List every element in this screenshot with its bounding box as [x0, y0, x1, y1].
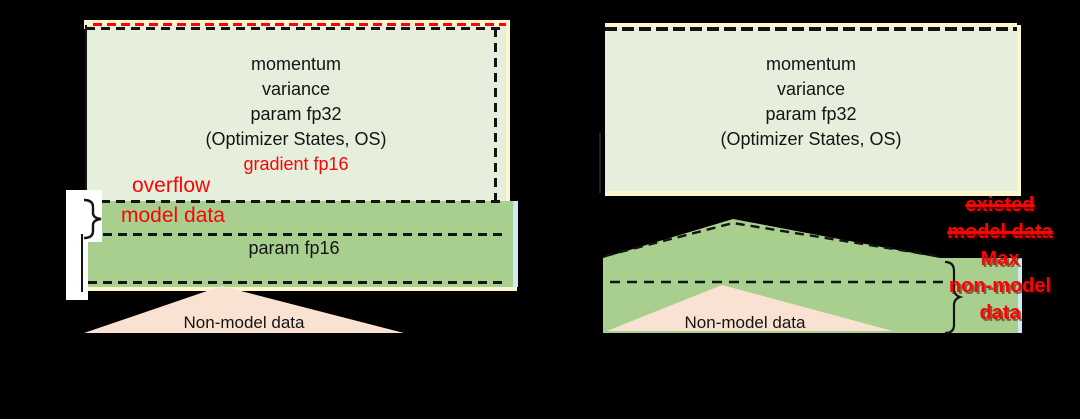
optimizer-line: variance [776, 79, 846, 99]
overflow-dashed-line-red [88, 23, 506, 26]
optimizer-box-left [86, 25, 506, 201]
optimizer-box-left-top-dashed-border [86, 27, 506, 30]
optimizer-box-right-outline [605, 23, 1017, 28]
optimizer-box-right-top-dashed-border [605, 27, 1017, 31]
optimizer-box-left-right-dashed-border [494, 28, 497, 200]
optimizer-line: momentum [765, 54, 857, 74]
model-data-span-line [81, 234, 83, 292]
model-data-box-top-dashed-border [86, 200, 506, 203]
optimizer-text-right: momentum variance param fp32 (Optimizer … [605, 52, 1017, 152]
annotation-data: data [979, 302, 1021, 324]
model-data-label: model data [121, 204, 225, 227]
model-data-box-left-cyan-edge [513, 201, 518, 287]
optimizer-box-right [605, 27, 1017, 191]
model-data-box-bottom-dashed-border [88, 281, 505, 284]
overflow-brace-icon [83, 198, 102, 240]
optimizer-box-left-left-border [85, 25, 87, 201]
optimizer-text-left: momentum variance param fp32 (Optimizer … [86, 52, 506, 177]
optimizer-line: param fp32 [250, 104, 342, 124]
annotation-max: Max [980, 248, 1020, 270]
annotation-non-model: non-model [948, 275, 1052, 297]
brace-backdrop [66, 190, 102, 242]
non-model-triangle-right [607, 285, 893, 331]
non-model-label-right: Non-model data [684, 313, 806, 332]
optimizer-line: momentum [250, 54, 342, 74]
optimizer-line: param fp32 [765, 104, 857, 124]
max-non-model-brace-icon [944, 260, 964, 335]
optimizer-box-left-right-edge [506, 24, 510, 202]
model-data-box-left [84, 201, 517, 287]
non-model-label-left: Non-model data [183, 313, 305, 332]
tent-cyan-edge [1018, 259, 1022, 333]
model-data-tent-right [603, 219, 1022, 335]
gradient-fp16-label: gradient fp16 [243, 154, 349, 174]
param-fp16-label: param fp16 [248, 238, 340, 258]
annotation-block: existed model data Max non-model data [925, 192, 1075, 327]
optimizer-line: variance [261, 79, 331, 99]
annotation-existed: existed [965, 194, 1035, 216]
optimizer-box-right-left-tick [599, 133, 601, 193]
optimizer-line: (Optimizer States, OS) [720, 129, 902, 149]
overflow-label: overflow [132, 174, 211, 197]
optimizer-box-right-right-edge [1016, 25, 1021, 193]
model-data-box-middle-dashed-line [88, 233, 505, 236]
brace-backdrop [66, 242, 88, 300]
optimizer-box-right-bottom-edge [605, 189, 1021, 196]
annotation-existed-model-data: model data [947, 221, 1053, 243]
model-data-box-left-yellow-edge [88, 287, 517, 291]
optimizer-line: (Optimizer States, OS) [205, 129, 387, 149]
